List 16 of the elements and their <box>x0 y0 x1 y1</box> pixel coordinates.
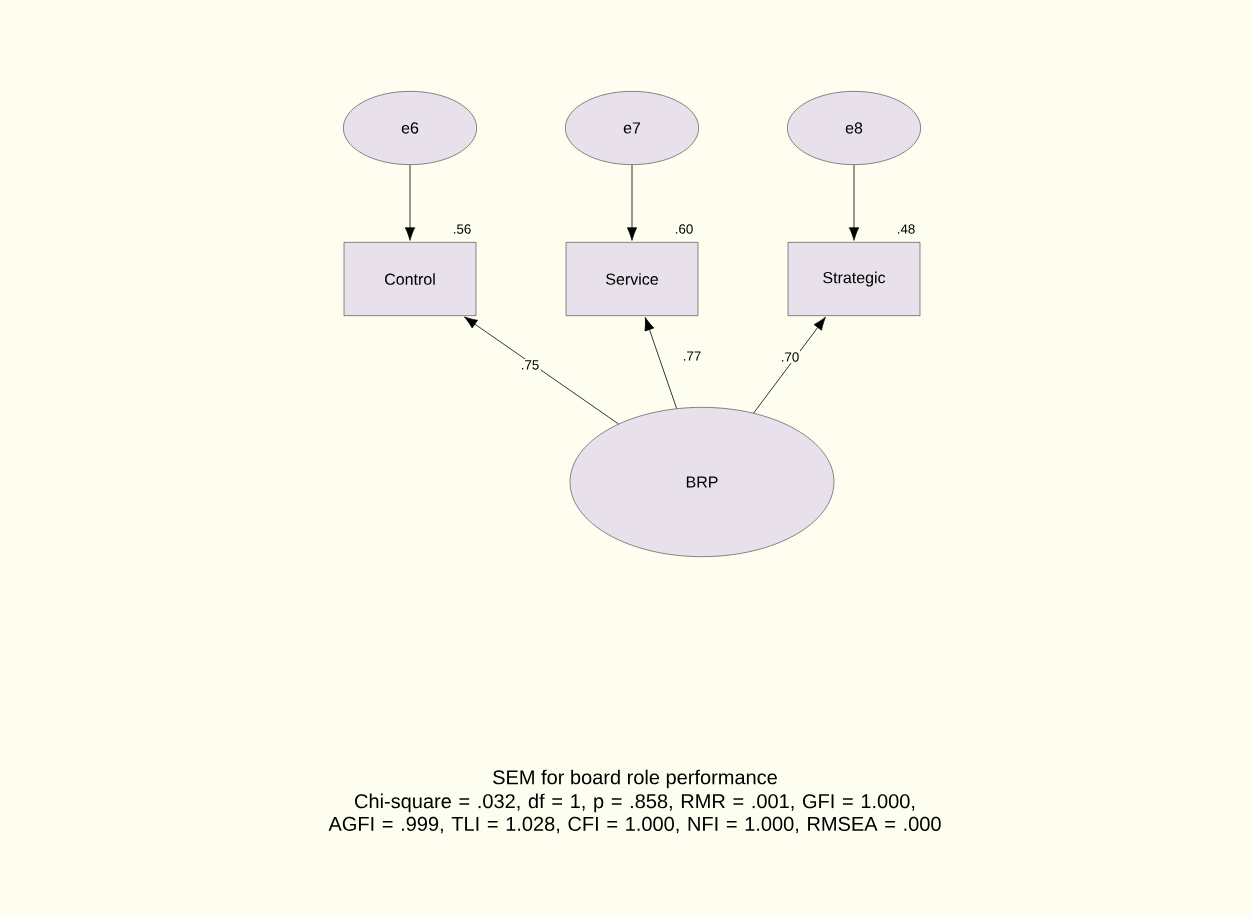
path-coefficient: .77 <box>681 350 703 362</box>
arrow <box>404 164 416 241</box>
arrow <box>848 164 860 241</box>
arrow <box>644 317 678 409</box>
fit-statistics: Chi-square = .032, df = 1, p = .858, RMR = .001, GFI = 1.000, AGFI = .999, TLI = 1.028, CFI = 1.000, NFI = 1.000, RMSEA = .000 <box>328 793 941 834</box>
arrow <box>464 316 619 425</box>
observed-variable-box: Control <box>343 242 477 316</box>
r-squared-value: .48 <box>897 224 915 234</box>
observed-variable-box: Strategic <box>787 242 921 316</box>
arrow <box>753 316 826 414</box>
path-coefficient: .75 <box>519 359 541 371</box>
r-squared-value: .56 <box>453 224 471 234</box>
observed-variable-box: Service <box>565 242 699 316</box>
arrow <box>626 164 638 241</box>
caption: SEM for board role performance <box>493 769 777 789</box>
r-squared-value: .60 <box>675 224 693 234</box>
